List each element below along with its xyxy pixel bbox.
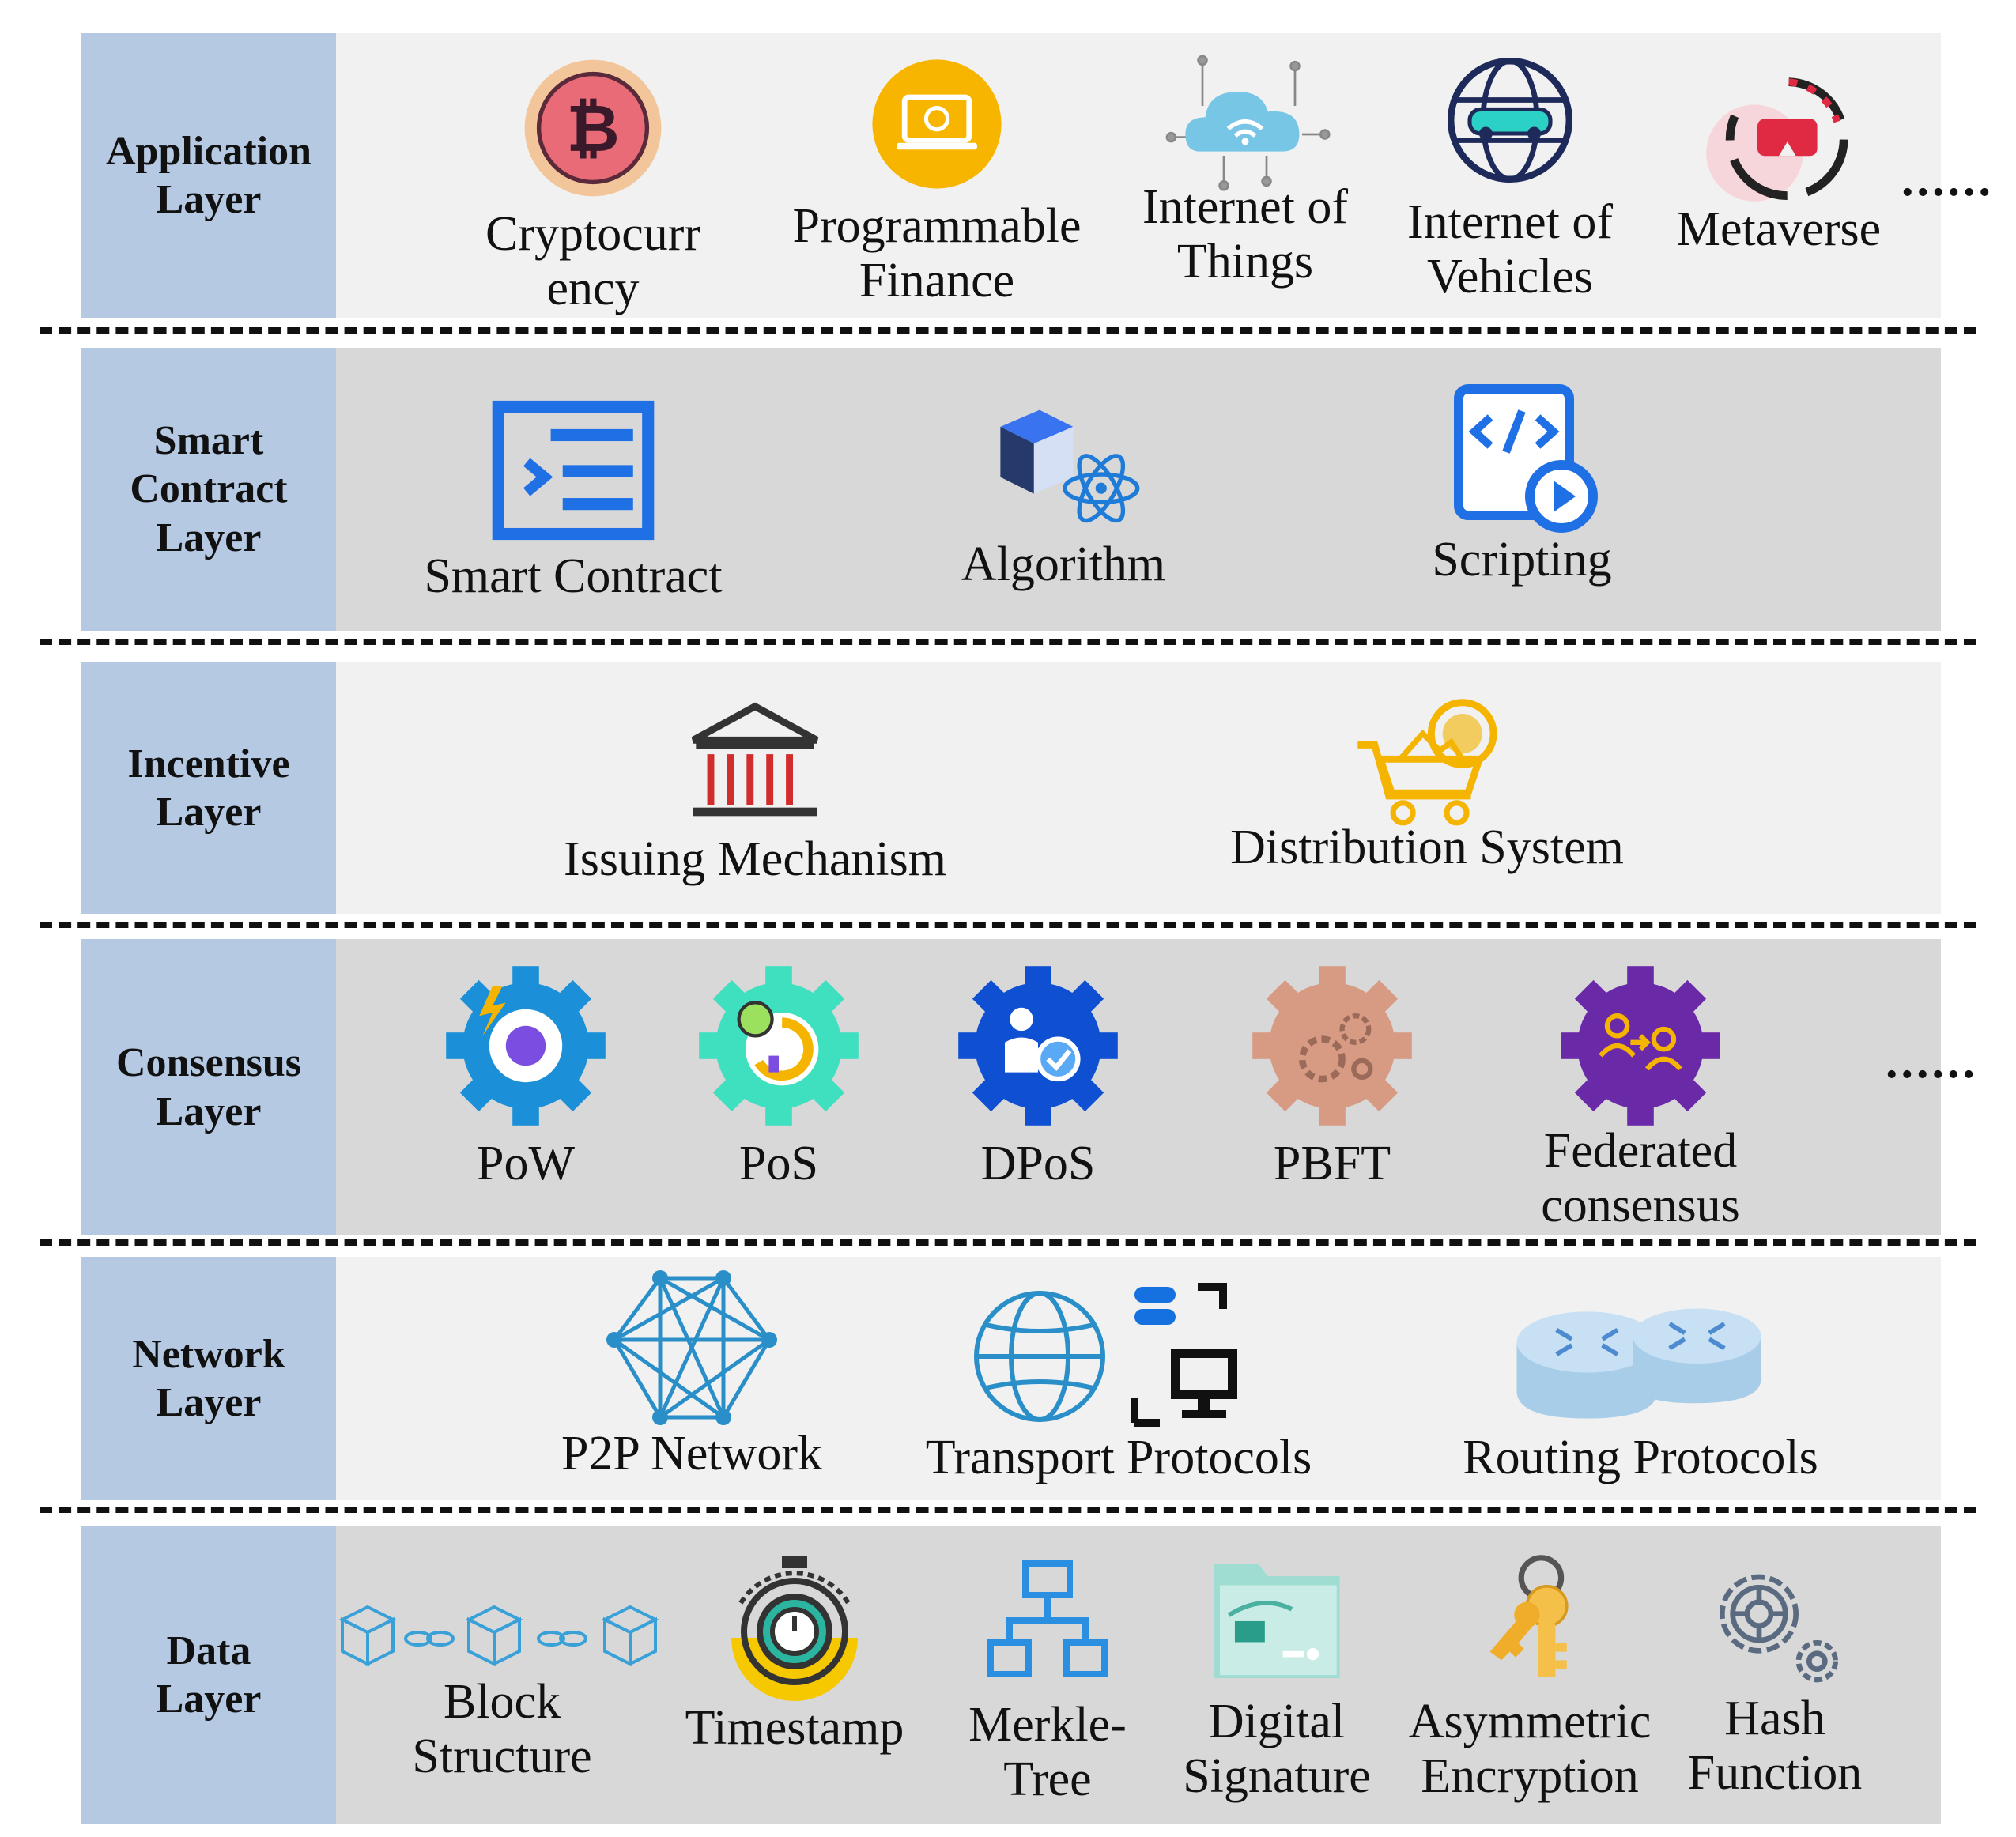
item-label: Algorithm: [961, 538, 1166, 591]
code-play-icon: [1454, 384, 1598, 533]
item-routing-protocols: Routing Protocols: [1419, 1296, 1862, 1485]
blocks-chain-icon: [338, 1605, 659, 1667]
bitcoin-icon: ₿: [524, 59, 662, 197]
item-merkle-tree: Merkle- Tree: [953, 1557, 1142, 1808]
cart-coin-icon: [1357, 699, 1497, 826]
stopwatch-icon: [731, 1556, 858, 1701]
item-label: Cryptocurr ency: [485, 207, 701, 316]
layer-content: P2P Network Transport Protocols: [336, 1257, 1941, 1500]
item-block-structure: Block Structure: [336, 1601, 668, 1785]
item-label: PoW: [477, 1137, 575, 1190]
item-label: Scripting: [1432, 533, 1612, 587]
vr-headset-icon: [1706, 77, 1848, 202]
signature-card-icon: [1214, 1564, 1340, 1678]
item-smart-contract: Smart Contract: [383, 399, 763, 604]
layer-label: Incentive Layer: [81, 662, 336, 914]
gear-federated-icon: [1561, 966, 1720, 1126]
item-internet-of-vehicles: Internet of Vehicles: [1380, 53, 1640, 305]
item-label: PBFT: [1273, 1137, 1391, 1190]
item-p2p-network: P2P Network: [518, 1269, 866, 1481]
item-asymmetric-encryption: Asymmetric Encryption: [1395, 1549, 1664, 1805]
item-federated-consensus: Federated consensus: [1506, 963, 1775, 1234]
incentive-layer: Incentive Layer Issuing Mechanism: [81, 662, 1941, 914]
more-ellipsis: ......: [1886, 1035, 1978, 1088]
item-label: Federated consensus: [1541, 1124, 1740, 1233]
gears-icon: [1720, 1574, 1838, 1683]
globe-car-icon: [1447, 57, 1573, 183]
cube-atom-icon: [1000, 409, 1140, 523]
key-icon: [1489, 1555, 1569, 1677]
item-pow: PoW: [431, 963, 621, 1191]
consensus-layer: Consensus Layer PoW: [81, 939, 1975, 1235]
layer-divider: [40, 1507, 1976, 1513]
item-algorithm: Algorithm: [937, 395, 1190, 592]
item-pos: PoS: [684, 963, 874, 1191]
layer-label: Network Layer: [81, 1257, 336, 1500]
item-scripting: Scripting: [1395, 379, 1648, 587]
item-label: Timestamp: [685, 1701, 904, 1755]
item-label: Internet of Vehicles: [1407, 195, 1613, 304]
item-label: Block Structure: [412, 1675, 592, 1784]
item-label: Smart Contract: [424, 549, 723, 603]
layer-label: Application Layer: [81, 33, 336, 318]
item-distribution-system: Distribution System: [1190, 694, 1664, 875]
item-label: Issuing Mechanism: [564, 832, 946, 886]
gear-pow-icon: [446, 966, 606, 1126]
item-issuing-mechanism: Issuing Mechanism: [518, 698, 992, 887]
layer-label: Consensus Layer: [81, 939, 336, 1235]
globe-computer-icon: [974, 1283, 1237, 1427]
cloud-iot-icon: [1165, 55, 1331, 191]
item-label: Programmable Finance: [792, 199, 1082, 308]
layer-label: Smart Contract Layer: [81, 348, 336, 631]
layer-divider: [40, 922, 1976, 928]
item-transport-protocols: Transport Protocols: [889, 1281, 1348, 1485]
item-label: Hash Function: [1687, 1692, 1863, 1801]
svg-text:₿: ₿: [566, 90, 619, 167]
item-label: Digital Signature: [1183, 1695, 1371, 1804]
more-ellipsis: ......: [1901, 153, 1994, 206]
layer-content: PoW PoS: [336, 939, 1975, 1235]
layer-content: Block Structure Timestamp: [336, 1526, 1941, 1824]
layer-divider: [40, 1239, 1976, 1246]
item-internet-of-things: Internet of Things: [1111, 49, 1380, 290]
item-pbft: PBFT: [1237, 963, 1427, 1191]
item-label: Asymmetric Encryption: [1408, 1695, 1652, 1804]
item-label: Transport Protocols: [925, 1431, 1312, 1484]
smart-contract-layer: Smart Contract Layer Smart Contract: [81, 348, 1941, 631]
laptop-coin-icon: [872, 59, 1002, 189]
item-label: Merkle- Tree: [968, 1698, 1127, 1807]
bank-icon: [691, 702, 819, 817]
item-label: Distribution System: [1230, 820, 1624, 874]
item-label: P2P Network: [561, 1427, 823, 1481]
application-layer: Application Layer ₿ Cryptocurr ency Prog…: [81, 33, 1991, 318]
item-label: Metaverse: [1676, 202, 1882, 256]
item-cryptocurrency: ₿ Cryptocurr ency: [474, 57, 712, 317]
layer-divider: [40, 327, 1976, 334]
gear-pos-icon: [699, 966, 859, 1126]
tree-hierarchy-icon: [987, 1560, 1108, 1677]
mesh-network-icon: [606, 1270, 777, 1425]
layer-label: Data Layer: [81, 1526, 336, 1824]
item-label: Internet of Things: [1142, 180, 1348, 289]
layer-content: ₿ Cryptocurr ency Programmable Finance: [336, 33, 1991, 318]
data-layer: Data Layer Block Structure: [81, 1526, 1941, 1824]
item-timestamp: Timestamp: [668, 1549, 921, 1756]
item-dpos: DPoS: [943, 963, 1133, 1191]
item-label: DPoS: [980, 1137, 1096, 1190]
item-digital-signature: Digital Signature: [1158, 1549, 1395, 1805]
terminal-icon: [492, 400, 655, 541]
item-hash-function: Hash Function: [1664, 1557, 1886, 1801]
router-icon: [1516, 1308, 1761, 1419]
gear-dpos-icon: [958, 966, 1118, 1126]
network-layer: Network Layer P2P Network: [81, 1257, 1941, 1500]
layer-divider: [40, 639, 1976, 645]
item-metaverse: Metaverse: [1648, 65, 1909, 257]
layer-content: Issuing Mechanism Distribution System: [336, 662, 1941, 914]
layer-content: Smart Contract Algorithm: [336, 348, 1941, 631]
item-label: PoS: [739, 1137, 818, 1190]
gear-pbft-icon: [1252, 966, 1412, 1126]
item-programmable-finance: Programmable Finance: [763, 57, 1111, 309]
item-label: Routing Protocols: [1463, 1431, 1818, 1484]
